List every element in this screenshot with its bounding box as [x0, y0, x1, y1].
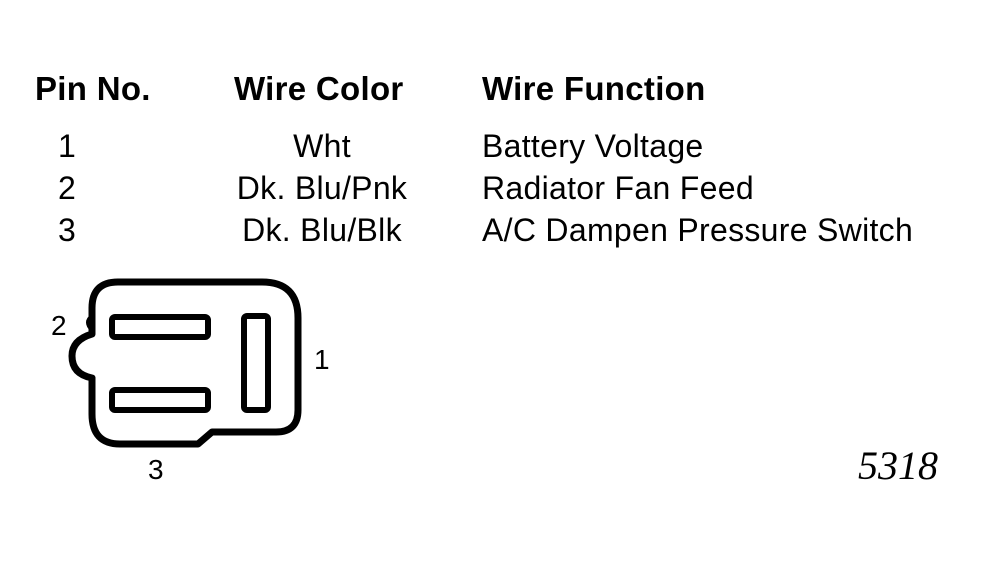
- row-2-wire-color: Dk. Blu/Pnk: [236, 170, 408, 206]
- terminal-pin-3: [109, 387, 211, 413]
- row-3-wire-function: A/C Dampen Pressure Switch: [482, 212, 914, 248]
- row-1-wire-color: Wht: [293, 128, 351, 164]
- row-3-pin: 3: [57, 212, 77, 248]
- header-pin-no: Pin No.: [35, 70, 151, 107]
- header-wire-function: Wire Function: [482, 70, 706, 107]
- header-wire-color: Wire Color: [234, 70, 404, 107]
- terminal-pin-1: [241, 313, 271, 413]
- row-1-pin: 1: [57, 128, 77, 164]
- row-2-wire-function: Radiator Fan Feed: [482, 170, 754, 206]
- row-3-wire-color: Dk. Blu/Blk: [242, 212, 402, 248]
- row-1-wire-function: Battery Voltage: [482, 128, 704, 164]
- connector-housing: [68, 278, 302, 448]
- connector-label-pin-3: 3: [148, 454, 164, 485]
- figure-number: 5318: [858, 443, 938, 488]
- connector-notch: [86, 314, 94, 332]
- row-2-pin: 2: [57, 170, 77, 206]
- connector-label-pin-1: 1: [314, 344, 330, 375]
- terminal-pin-2: [109, 314, 211, 340]
- connector-label-pin-2: 2: [51, 310, 67, 341]
